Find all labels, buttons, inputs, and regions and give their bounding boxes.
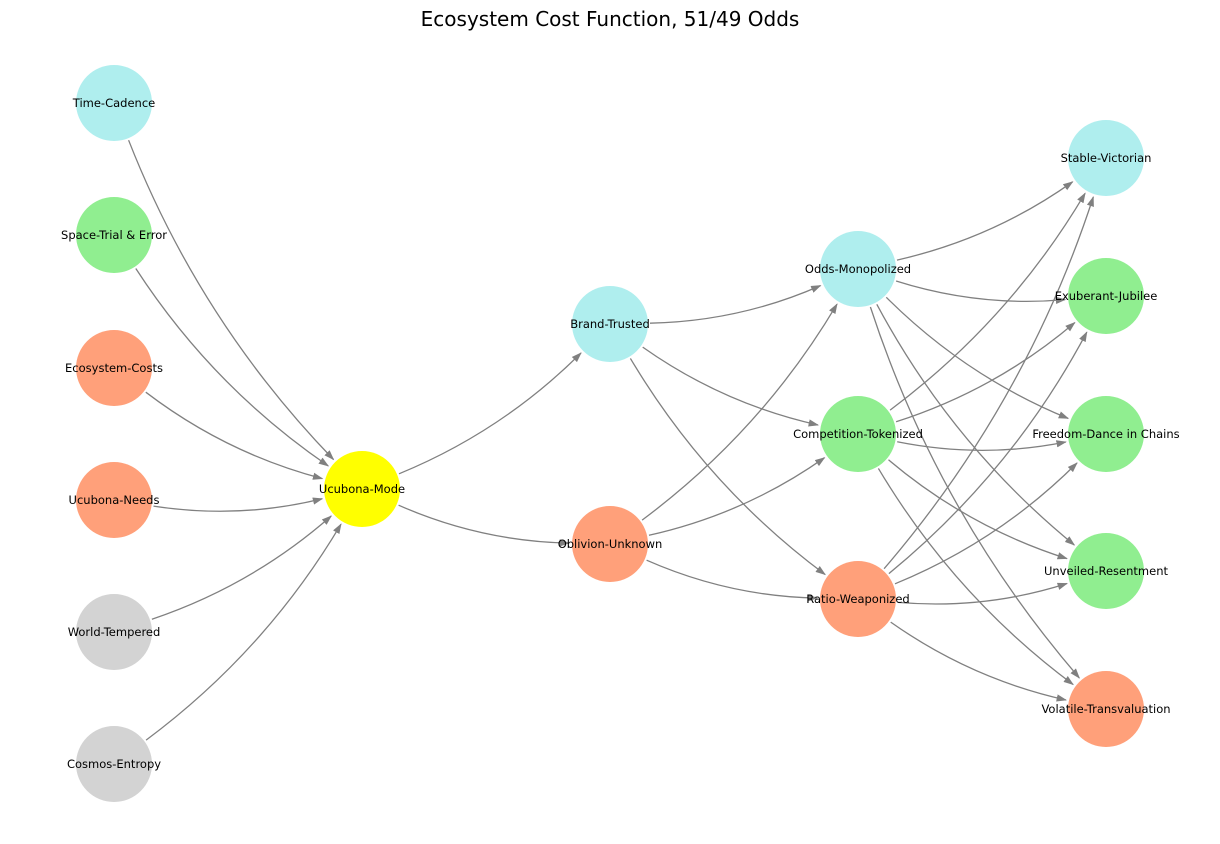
edge-ucubona-mode-to-oblivion-unknown: [398, 504, 571, 547]
node-cosmos-entropy: Cosmos-Entropy: [67, 726, 161, 802]
node-label: Stable-Victorian: [1061, 151, 1152, 165]
node-world-tempered: World-Tempered: [68, 594, 161, 670]
node-exuberant-jubilee: Exuberant-Jubilee: [1055, 258, 1158, 334]
edge-world-tempered-to-ucubona-mode: [151, 515, 332, 620]
node-label: Ucubona-Needs: [69, 493, 160, 507]
edge-competition-tokenized-to-stable-victorian: [889, 192, 1086, 411]
node-label: Odds-Monopolized: [805, 262, 911, 276]
edge-brand-trusted-to-odds-monopolized: [649, 285, 822, 324]
edge-competition-tokenized-to-unveiled-resentment: [888, 459, 1068, 560]
edge-ucubona-needs-to-ucubona-mode: [153, 497, 324, 512]
node-unveiled-resentment: Unveiled-Resentment: [1044, 533, 1168, 609]
node-stable-victorian: Stable-Victorian: [1061, 120, 1152, 196]
edge-ratio-weaponized-to-unveiled-resentment: [897, 582, 1068, 605]
edge-brand-trusted-to-ratio-weaponized: [629, 358, 826, 576]
edge-ratio-weaponized-to-freedom-dance: [894, 462, 1078, 585]
diagram-title: Ecosystem Cost Function, 51/49 Odds: [421, 7, 800, 31]
node-circle: [1068, 120, 1144, 196]
edge-odds-monopolized-to-stable-victorian: [896, 181, 1074, 261]
edge-odds-monopolized-to-volatile-transvaluation: [869, 306, 1080, 679]
edge-time-cadence-to-ucubona-mode: [127, 139, 335, 461]
node-circle: [76, 330, 152, 406]
node-label: Cosmos-Entropy: [67, 757, 161, 771]
edge-space-trial-error-to-ucubona-mode: [135, 268, 330, 467]
node-volatile-transvaluation: Volatile-Transvaluation: [1041, 671, 1171, 747]
node-ucubona-mode: Ucubona-Mode: [319, 451, 405, 527]
node-circle: [76, 197, 152, 273]
node-circle: [324, 451, 400, 527]
node-label: World-Tempered: [68, 625, 161, 639]
node-circle: [76, 462, 152, 538]
edge-ratio-weaponized-to-volatile-transvaluation: [890, 621, 1068, 702]
edge-ecosystem-costs-to-ucubona-mode: [145, 391, 324, 480]
node-space-trial-error: Space-Trial & Error: [61, 197, 167, 273]
node-circle: [572, 506, 648, 582]
edge-cosmos-entropy-to-ucubona-mode: [145, 523, 342, 741]
node-circle: [1068, 396, 1144, 472]
edge-ratio-weaponized-to-stable-victorian: [883, 196, 1094, 570]
node-oblivion-unknown: Oblivion-Unknown: [558, 506, 663, 582]
node-circle: [76, 594, 152, 670]
node-competition-tokenized: Competition-Tokenized: [793, 396, 923, 472]
edge-odds-monopolized-to-unveiled-resentment: [876, 303, 1076, 546]
node-circle: [1068, 533, 1144, 609]
node-label: Ratio-Weaponized: [806, 592, 909, 606]
node-label: Ecosystem-Costs: [65, 361, 163, 375]
node-ratio-weaponized: Ratio-Weaponized: [806, 561, 910, 637]
node-freedom-dance: Freedom-Dance in Chains: [1032, 396, 1180, 472]
node-ecosystem-costs: Ecosystem-Costs: [65, 330, 163, 406]
node-label: Brand-Trusted: [570, 317, 650, 331]
edges-layer: [127, 139, 1094, 741]
node-circle: [572, 286, 648, 362]
node-label: Competition-Tokenized: [793, 427, 923, 441]
edge-oblivion-unknown-to-competition-tokenized: [648, 457, 826, 536]
node-ucubona-needs: Ucubona-Needs: [69, 462, 160, 538]
node-circle: [76, 65, 152, 141]
edge-odds-monopolized-to-freedom-dance: [885, 296, 1070, 420]
node-circle: [820, 561, 896, 637]
node-label: Freedom-Dance in Chains: [1032, 427, 1179, 441]
node-label: Space-Trial & Error: [61, 228, 167, 242]
node-odds-monopolized: Odds-Monopolized: [805, 231, 911, 307]
node-circle: [820, 231, 896, 307]
node-circle: [76, 726, 152, 802]
edge-competition-tokenized-to-freedom-dance: [897, 440, 1067, 451]
edge-brand-trusted-to-competition-tokenized: [642, 346, 820, 427]
node-circle: [820, 396, 896, 472]
node-label: Volatile-Transvaluation: [1041, 702, 1170, 716]
node-label: Time-Cadence: [72, 96, 155, 110]
edge-competition-tokenized-to-exuberant-jubilee: [895, 321, 1076, 423]
edge-oblivion-unknown-to-odds-monopolized: [641, 303, 838, 521]
edge-oblivion-unknown-to-ratio-weaponized: [646, 559, 819, 602]
node-circle: [1068, 671, 1144, 747]
edge-odds-monopolized-to-exuberant-jubilee: [895, 280, 1067, 305]
edge-ucubona-mode-to-brand-trusted: [398, 352, 582, 475]
edge-competition-tokenized-to-volatile-transvaluation: [877, 468, 1074, 686]
node-label: Exuberant-Jubilee: [1055, 289, 1158, 303]
node-label: Unveiled-Resentment: [1044, 564, 1168, 578]
node-time-cadence: Time-Cadence: [72, 65, 155, 141]
node-brand-trusted: Brand-Trusted: [570, 286, 650, 362]
node-circle: [1068, 258, 1144, 334]
node-label: Ucubona-Mode: [319, 482, 405, 496]
edge-ratio-weaponized-to-exuberant-jubilee: [888, 331, 1088, 575]
node-label: Oblivion-Unknown: [558, 537, 663, 551]
